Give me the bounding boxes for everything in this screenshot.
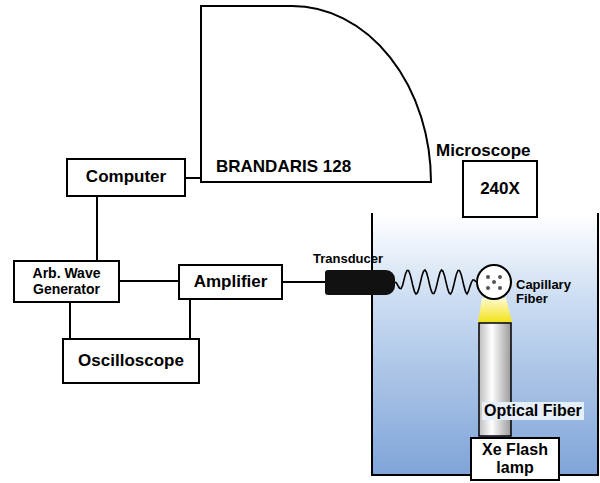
process-box: Oscilloscope bbox=[62, 338, 200, 384]
optical-fiber: Optical Fiber bbox=[478, 322, 512, 437]
process-box: Arb. Wave Generator bbox=[13, 260, 120, 303]
node-label: Amplifier bbox=[194, 273, 268, 292]
capillary-fiber: Capillary Fiber bbox=[476, 264, 512, 300]
water-tank bbox=[372, 213, 598, 475]
transducer: Transducer bbox=[325, 270, 395, 295]
node-label: 240X bbox=[480, 180, 520, 199]
lamp-box: Xe Flash lamp bbox=[470, 437, 560, 481]
node-label: Capillary Fiber bbox=[516, 278, 588, 307]
connection-line bbox=[120, 280, 178, 282]
microscope-box: Microscope240X bbox=[462, 160, 538, 218]
node-label: Microscope bbox=[436, 142, 530, 161]
node-label: Transducer bbox=[313, 252, 383, 266]
connection-line bbox=[283, 281, 325, 283]
camera-shape: BRANDARIS 128 bbox=[200, 5, 432, 183]
node-label: Arb. Wave Generator bbox=[19, 266, 114, 297]
ultrasound-wave bbox=[395, 270, 476, 294]
node-label: Xe Flash lamp bbox=[476, 441, 554, 476]
connection-line bbox=[69, 303, 71, 338]
node-outline bbox=[478, 322, 512, 437]
node-label: Computer bbox=[86, 168, 166, 187]
light-beam bbox=[478, 298, 512, 322]
connection-line bbox=[189, 300, 191, 338]
process-box: Amplifier bbox=[178, 264, 283, 300]
connection-line bbox=[96, 197, 98, 260]
connection-line bbox=[186, 177, 200, 179]
node-label: Oscilloscope bbox=[78, 352, 184, 371]
process-box: Computer bbox=[66, 158, 186, 197]
node-label: BRANDARIS 128 bbox=[216, 158, 351, 177]
node-label: Optical Fiber bbox=[482, 402, 584, 420]
tank-wall bbox=[372, 213, 598, 475]
node-outline bbox=[476, 264, 512, 300]
node-outline bbox=[200, 5, 432, 183]
